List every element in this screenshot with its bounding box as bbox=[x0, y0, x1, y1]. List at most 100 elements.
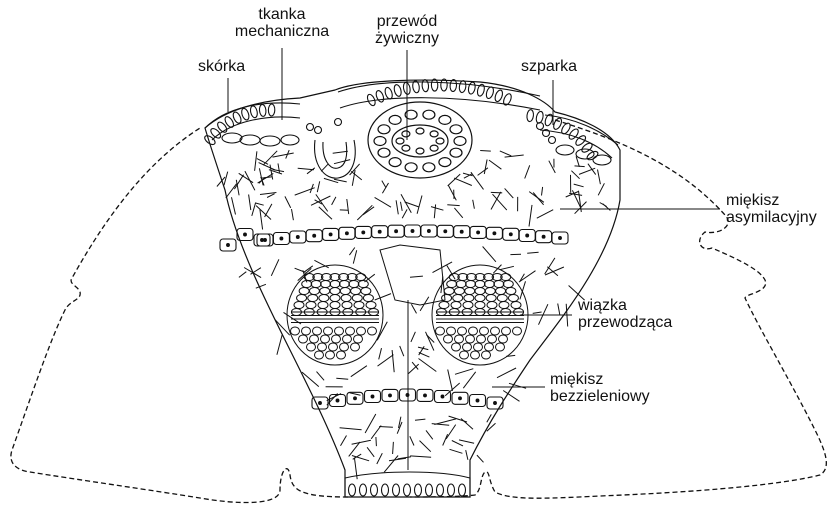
lower-epidermis-cell bbox=[459, 484, 466, 496]
parenchyma-wall bbox=[377, 453, 383, 464]
xylem-cell bbox=[368, 327, 377, 335]
xylem-cell bbox=[340, 343, 349, 351]
xylem-cell bbox=[329, 343, 338, 351]
lower-epidermis-cell bbox=[371, 484, 378, 496]
parenchyma-wall bbox=[379, 427, 393, 428]
mesophyll-wall bbox=[480, 151, 491, 152]
xylem-cell bbox=[324, 327, 333, 335]
phloem-cell bbox=[451, 302, 461, 309]
phloem-cell bbox=[306, 302, 316, 309]
mesophyll-wall bbox=[258, 173, 274, 183]
mesophyll-wall bbox=[454, 208, 462, 218]
resin-duct-cell bbox=[423, 110, 435, 119]
phloem-cell bbox=[330, 295, 340, 302]
xylem-cell bbox=[491, 327, 500, 335]
mesophyll-wall bbox=[537, 210, 553, 219]
xylem-cell bbox=[321, 335, 330, 343]
phloem-cell bbox=[308, 295, 318, 302]
resin-duct-epithelium bbox=[416, 128, 424, 134]
parenchyma-wall bbox=[503, 391, 519, 402]
stoma-cell bbox=[537, 123, 544, 130]
phloem-cell bbox=[475, 302, 485, 309]
epidermis-cell bbox=[422, 79, 429, 92]
parenchyma-wall bbox=[367, 447, 374, 457]
resin-duct-cell bbox=[374, 137, 386, 146]
mesophyll-wall bbox=[417, 196, 422, 214]
xylem-cell bbox=[291, 327, 300, 335]
mesophyll-wall bbox=[316, 194, 328, 211]
xylem-cell bbox=[343, 335, 352, 343]
mesophyll-wall bbox=[489, 160, 501, 169]
phloem-cell bbox=[454, 288, 464, 295]
phloem-cell bbox=[447, 281, 457, 288]
mesophyll-wall bbox=[285, 196, 291, 208]
endodermis-cell-dot bbox=[441, 395, 444, 398]
parenchyma-wall bbox=[371, 426, 381, 439]
parenchyma-wall bbox=[539, 304, 548, 325]
epidermis-cell bbox=[203, 134, 216, 146]
endodermis-cell-dot bbox=[313, 234, 316, 237]
xylem-cell bbox=[466, 335, 475, 343]
phloem-cell bbox=[299, 288, 309, 295]
mesophyll-wall bbox=[239, 173, 253, 182]
phloem-cell bbox=[361, 288, 371, 295]
xylem-cell bbox=[485, 343, 494, 351]
label-tkanka-line1: tkanka bbox=[222, 6, 342, 23]
label-wiazka-przewodzaca: wiązka przewodząca bbox=[578, 297, 672, 331]
epidermis-cell bbox=[375, 90, 385, 104]
resin-duct-cell bbox=[439, 115, 451, 124]
xylem-cell bbox=[351, 343, 360, 351]
xylem-cell bbox=[313, 327, 322, 335]
mesophyll-wall bbox=[505, 188, 514, 198]
mesophyll-wall bbox=[447, 205, 459, 206]
xylem-cell bbox=[458, 327, 467, 335]
mesophyll-wall bbox=[431, 207, 443, 211]
mesophyll-wall bbox=[357, 205, 372, 220]
label-przewod-line2: żywiczny bbox=[360, 30, 454, 47]
endodermis-cell-dot bbox=[526, 234, 529, 237]
lower-epidermis-cell bbox=[437, 484, 444, 496]
parenchyma-wall bbox=[446, 425, 456, 439]
label-przewod-line1: przewód bbox=[360, 13, 454, 30]
parenchyma-wall bbox=[239, 272, 246, 278]
endodermis-cell-dot bbox=[424, 394, 427, 397]
endodermis-cell-dot bbox=[542, 235, 545, 238]
mesophyll-wall bbox=[347, 199, 349, 214]
mesophyll-wall bbox=[273, 153, 294, 157]
hypodermis-cell bbox=[593, 155, 611, 165]
mesophyll-wall bbox=[255, 151, 257, 171]
label-miekisz-bezzieleniowy: miękisz bezzieleniowy bbox=[550, 371, 650, 405]
label-asym-line2: asymilacyjny bbox=[726, 209, 817, 226]
xylem-cell bbox=[326, 351, 335, 359]
parenchyma-wall bbox=[533, 312, 542, 313]
epidermis-cell bbox=[384, 87, 394, 100]
epidermis-cell bbox=[393, 84, 402, 97]
parenchyma-wall bbox=[353, 250, 356, 263]
stoma-cell bbox=[315, 127, 322, 134]
endodermis-cell-dot bbox=[494, 402, 497, 405]
mesophyll-wall bbox=[529, 205, 532, 227]
mesophyll-wall bbox=[263, 151, 277, 165]
endodermis-cell-dot bbox=[493, 232, 496, 235]
phloem-cell bbox=[321, 281, 331, 288]
resin-duct-cell bbox=[378, 148, 390, 157]
phloem-cell bbox=[309, 288, 319, 295]
epidermis-cell bbox=[485, 86, 495, 99]
resin-duct bbox=[368, 102, 472, 178]
parenchyma-wall bbox=[466, 450, 468, 460]
resin-duct-cell bbox=[454, 137, 466, 146]
phloem-cell bbox=[330, 281, 340, 288]
xylem-cell bbox=[307, 343, 316, 351]
epidermis-outer-edge bbox=[205, 103, 300, 128]
resin-duct-cell bbox=[378, 125, 390, 134]
resin-duct-cell bbox=[439, 158, 451, 167]
label-tkanka-line2: mechaniczna bbox=[222, 23, 342, 40]
resin-duct-epithelium bbox=[430, 145, 438, 151]
parenchyma-wall bbox=[410, 456, 431, 457]
label-skorka: skórka bbox=[198, 58, 245, 75]
mesophyll-wall bbox=[598, 170, 601, 185]
phloem-cell bbox=[486, 295, 496, 302]
xylem-cell bbox=[477, 335, 486, 343]
mesophyll-wall bbox=[478, 168, 488, 176]
